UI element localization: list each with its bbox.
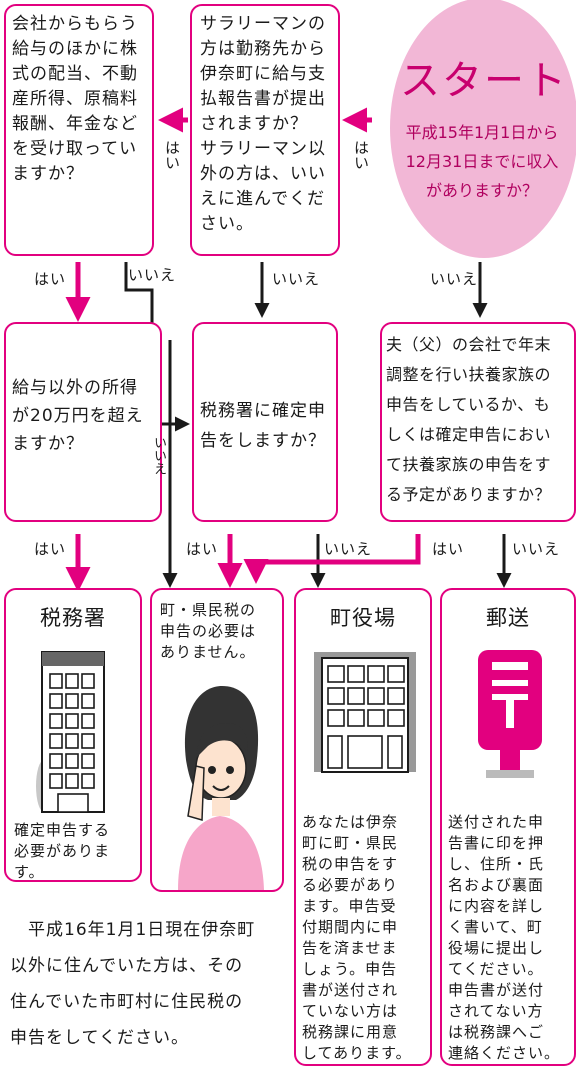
footnote: 平成16年1月1日現在伊奈町 以外に住んでいた方は、その 住んでいた市町村に住民… [10, 920, 256, 1048]
start-line2: 12月31日までに収入 [405, 152, 559, 171]
result-town-office-title: 町役場 [330, 606, 396, 630]
label-yes-dependent: はい [432, 540, 465, 558]
label-no-over200k: いいえ [151, 436, 166, 475]
result-none-text: 町・県民税の 申告の必要は ありません。 [160, 601, 257, 661]
label-no-other-income: いいえ [128, 266, 177, 284]
result-mail-title: 郵送 [486, 606, 530, 630]
start-ellipse [390, 0, 576, 258]
arrow-other-income-no [124, 262, 154, 340]
label-yes-other-income: はい [34, 270, 67, 288]
label-yes-over200k: はい [34, 540, 67, 558]
result-mail-text: 送付された申 告書に印を押 し、住所・氏 名および裏面 に内容を詳し く書いて、… [448, 813, 561, 1062]
label-no-final-return: いいえ [324, 540, 373, 558]
mailbox-icon [478, 650, 542, 778]
result-tax-office-title: 税務署 [40, 606, 106, 630]
label-no-dependent: いいえ [512, 540, 561, 558]
question-box-salaryman: サラリーマンの 方は勤務先から 伊奈町に給与支 払報告書が提出 されますか？ サ… [190, 4, 340, 256]
label-yes-salaryman: はい [163, 140, 181, 170]
start-title: スタート [400, 58, 568, 104]
town-hall-icon [314, 652, 416, 773]
label-no-salaryman: いいえ [272, 270, 321, 288]
result-town-office-text: あなたは伊奈 町に町・県民 税の申告をす る必要があり ます。申告受 付期間内に… [302, 813, 412, 1062]
question-final-return-text: 税務署に確定申 告をしますか？ [200, 401, 326, 451]
question-box-dependent: 夫（父）の会社で年末 調整を行い扶養家族の 申告をしているか、も しくは確定申告… [380, 322, 576, 522]
question-box-other-income: 会社からもらう 給与のほかに株 式の配当、不動 産所得、原稿料 報酬、年金など … [4, 4, 154, 256]
result-box-town-office: 町役場 あなたは伊奈 町に町・県民 税の申告をす る必要があり ます。申告受 付… [294, 588, 432, 1066]
arrow-dependent-yes [243, 534, 421, 584]
label-no-start: いいえ [430, 270, 479, 288]
question-over200k-text: 給与以外の所得 が20万円を超え ますか？ [12, 378, 144, 454]
start-line1: 平成15年1月1日から [405, 123, 559, 142]
woman-on-phone-icon [178, 686, 264, 890]
label-yes-final-return: はい [186, 540, 219, 558]
question-dependent-text: 夫（父）の会社で年末 調整を行い扶養家族の 申告をしているか、も しくは確定申告… [386, 335, 552, 504]
label-yes-start: はい [352, 140, 370, 170]
question-box-over200k: 給与以外の所得 が20万円を超え ますか？ [4, 322, 162, 522]
building-icon [36, 651, 105, 813]
result-box-mail: 郵送 送付された申 告書に印を押 し、住所・氏 名および裏面 に内容を詳し く書… [440, 588, 576, 1066]
result-box-none: 町・県民税の 申告の必要は ありません。 [150, 588, 284, 892]
question-salaryman-text: サラリーマンの 方は勤務先から 伊奈町に給与支 払報告書が提出 されますか？ サ… [200, 14, 326, 234]
start-question: 平成15年1月1日から 12月31日までに収入 がありますか？ [388, 118, 576, 205]
question-box-final-return: 税務署に確定申 告をしますか？ [192, 322, 338, 522]
result-box-tax-office: 税務署 確定申告する 必要がありま す。 [4, 588, 142, 882]
result-tax-office-text: 確定申告する 必要がありま す。 [14, 821, 111, 881]
question-other-income-text: 会社からもらう 給与のほかに株 式の配当、不動 産所得、原稿料 報酬、年金など … [12, 14, 138, 184]
start-line3: がありますか？ [425, 181, 538, 200]
